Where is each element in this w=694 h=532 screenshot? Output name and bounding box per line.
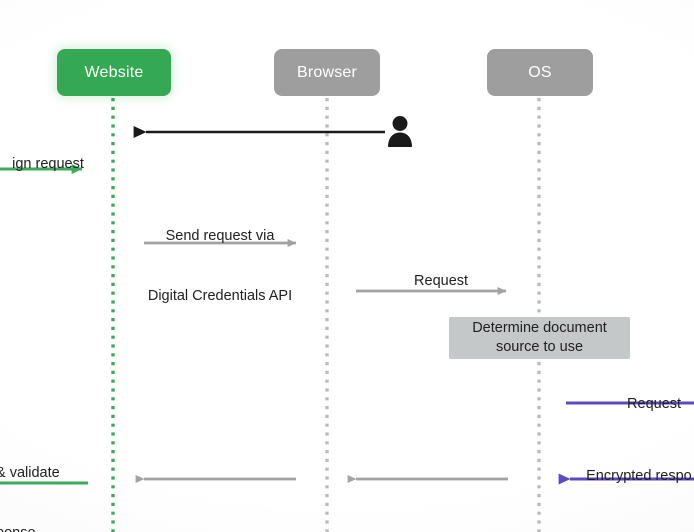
message-label-encrypted-response-text: Encrypted respo bbox=[586, 468, 692, 484]
actor-label-browser: Browser bbox=[296, 63, 358, 81]
note-line-1: Determine document bbox=[472, 320, 607, 336]
message-label-send-line-2: Digital Credentials API bbox=[147, 288, 293, 304]
message-label-decrypt-validate-response: & validate ponse bbox=[0, 423, 106, 532]
message-label-request-os-wallet-text: Request bbox=[627, 396, 682, 412]
actor-label-website: Website bbox=[84, 63, 144, 81]
message-label-sign-request-text: ign request bbox=[12, 156, 84, 172]
message-label-send-line-1: Send request via bbox=[165, 228, 275, 244]
message-label-sign-request: ign request bbox=[0, 134, 106, 194]
message-label-request-os-wallet: Request bbox=[576, 374, 694, 434]
actor-box-website[interactable]: Website bbox=[57, 49, 171, 96]
note-determine-document-source: Determine document source to use bbox=[449, 317, 630, 359]
actor-box-browser[interactable]: Browser bbox=[274, 49, 380, 96]
user-person-icon bbox=[388, 116, 412, 147]
message-label-request-browser-os: Request bbox=[346, 251, 520, 311]
message-label-validate-line-2: ponse bbox=[0, 523, 106, 532]
actor-box-os[interactable]: OS bbox=[487, 49, 593, 96]
note-line-2: source to use bbox=[495, 339, 584, 355]
message-label-validate-line-1: & validate bbox=[0, 465, 60, 481]
message-label-send-request-via-dc-api: Send request via Digital Credentials API bbox=[115, 186, 325, 346]
message-label-request-browser-os-text: Request bbox=[414, 273, 469, 289]
actor-label-os: OS bbox=[528, 63, 552, 81]
message-label-encrypted-response: Encrypted respo bbox=[570, 446, 694, 506]
